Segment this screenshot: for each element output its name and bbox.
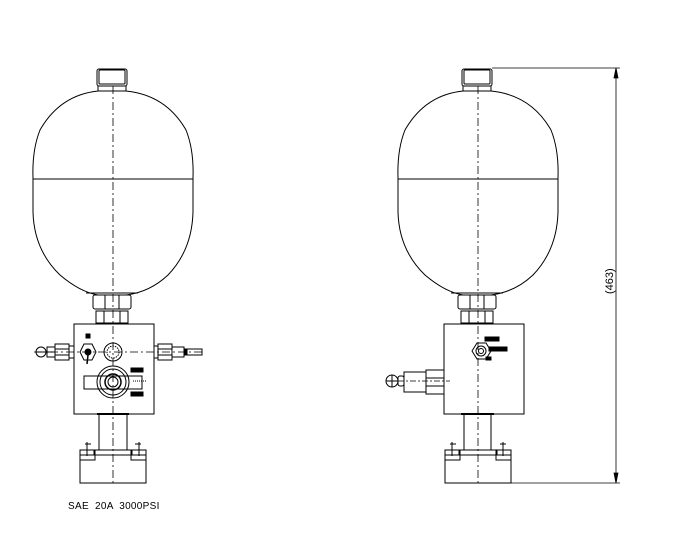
ball-valve-handle bbox=[79, 333, 97, 365]
side-fitting bbox=[385, 369, 450, 395]
gauge-port bbox=[471, 336, 508, 361]
relief-valve bbox=[83, 365, 146, 399]
gas-valve-cap bbox=[96, 68, 128, 87]
front-view bbox=[32, 68, 205, 485]
hex-nut bbox=[86, 292, 138, 324]
spec-caption: SAE 20A 3000PSI bbox=[68, 501, 160, 512]
valve-block bbox=[443, 323, 525, 415]
side-view bbox=[385, 68, 559, 485]
height-dimension bbox=[492, 67, 620, 484]
hex-nut bbox=[451, 292, 503, 324]
gas-valve-cap bbox=[461, 68, 493, 87]
dimension-label: (463) bbox=[604, 268, 616, 294]
